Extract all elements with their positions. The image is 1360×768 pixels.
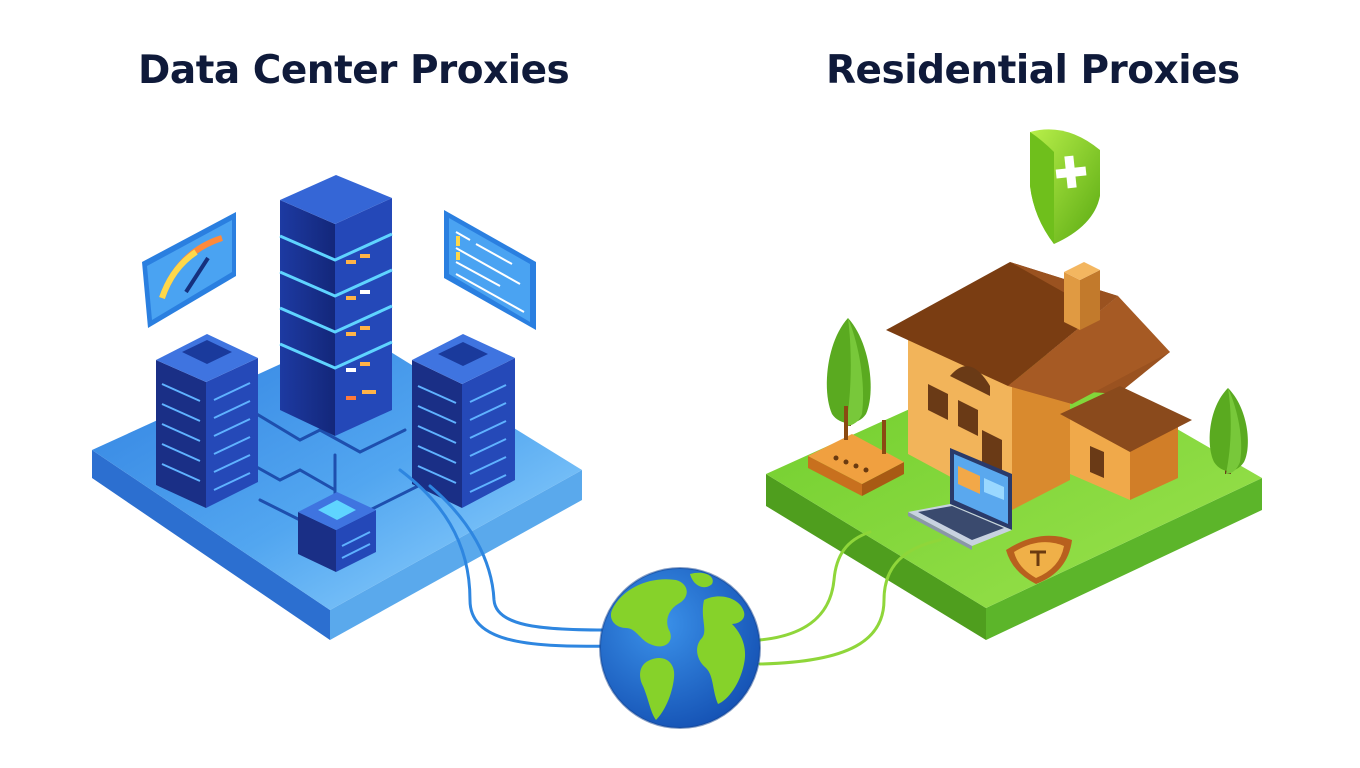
server-tower-left [156, 334, 258, 508]
tree-left [826, 318, 871, 426]
globe-icon [599, 567, 761, 729]
shield-plus-icon [1030, 129, 1100, 244]
shield-badge-icon [1006, 535, 1072, 584]
cables-blue [398, 468, 612, 648]
tree-right [1209, 388, 1248, 474]
network-cube [298, 492, 376, 572]
cables-green [758, 530, 942, 666]
laptop-icon [908, 448, 1012, 550]
speedometer-icon [142, 212, 236, 328]
dashboard-panel-icon [444, 210, 536, 330]
server-tower-right [412, 334, 515, 508]
datacenter-title: Data Center Proxies [138, 48, 570, 93]
residential-title: Residential Proxies [826, 48, 1240, 93]
router-icon [808, 406, 904, 496]
server-tower-center [279, 175, 393, 436]
